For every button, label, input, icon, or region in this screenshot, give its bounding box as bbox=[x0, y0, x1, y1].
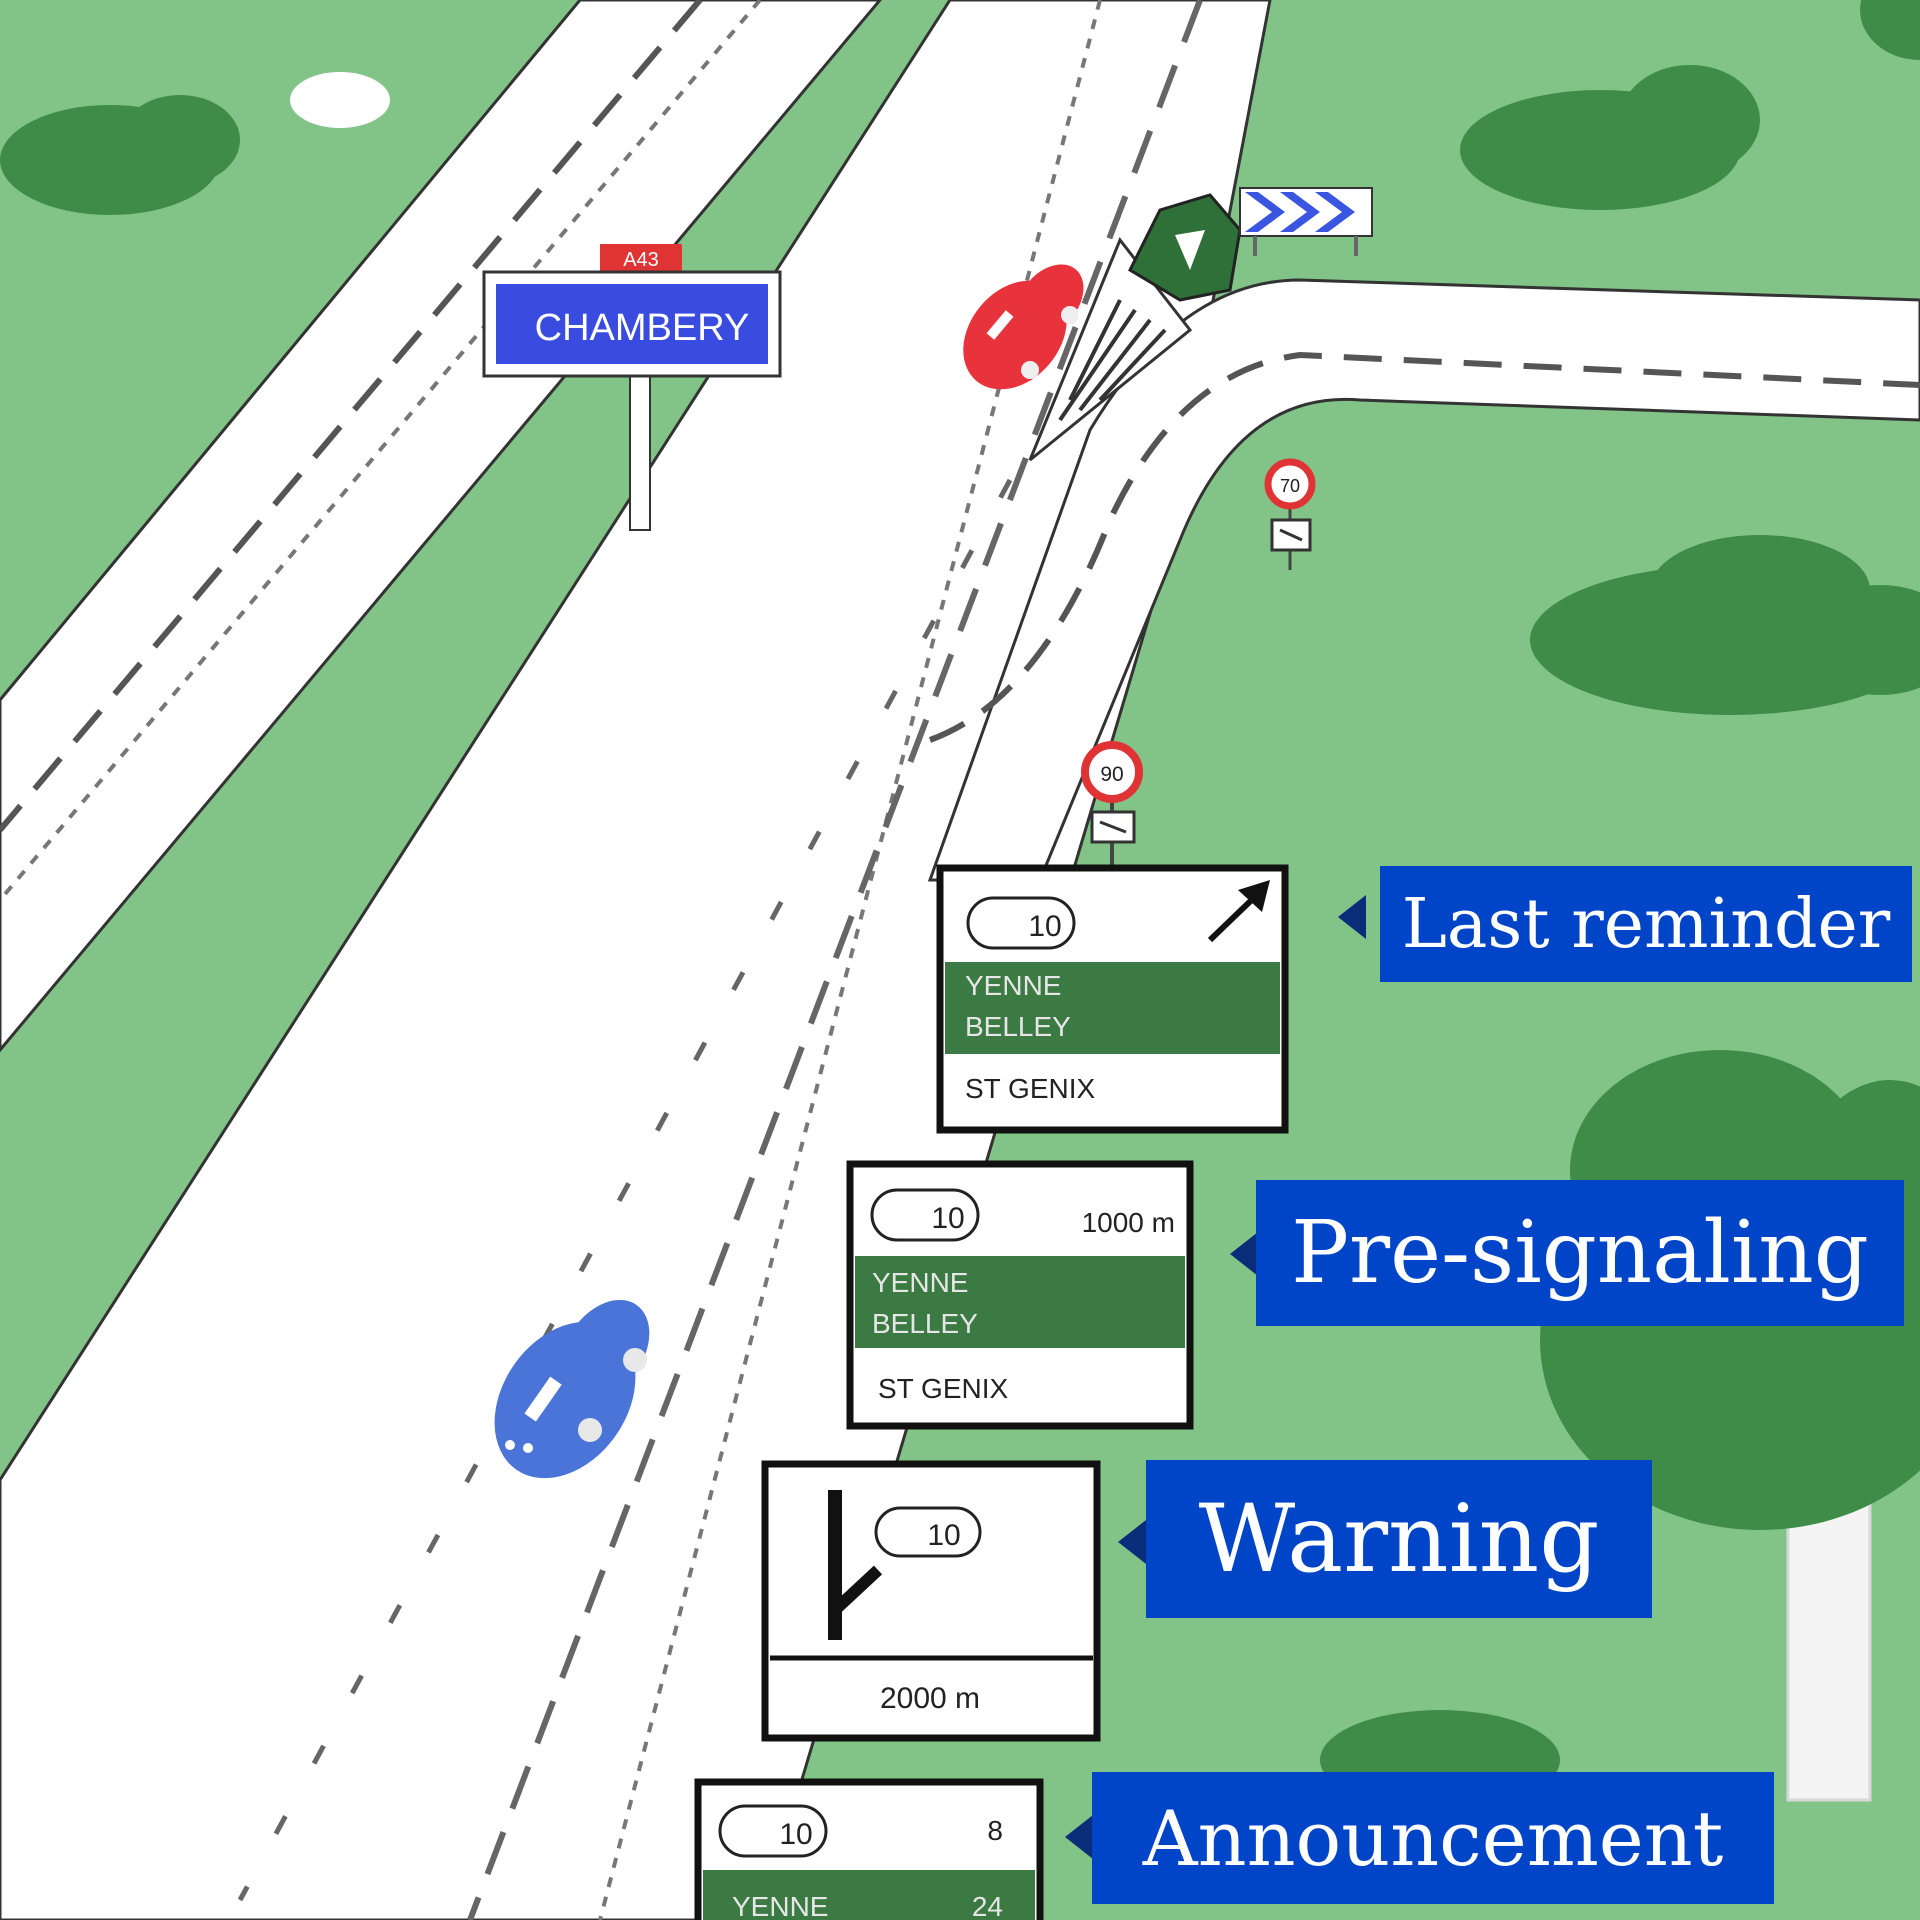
corner-bush bbox=[1860, 0, 1920, 60]
pre-signaling-label: Pre-signaling bbox=[1256, 1180, 1904, 1326]
pre-signaling-green-line1: YENNE bbox=[872, 1267, 968, 1298]
last-reminder-exit-number: 10 bbox=[1028, 910, 1061, 943]
announcement-label: Announcement bbox=[1092, 1772, 1774, 1904]
warning-distance: 2000 m bbox=[880, 1682, 980, 1715]
pre-signaling-distance: 1000 m bbox=[1082, 1207, 1175, 1238]
bush-top-left bbox=[0, 95, 240, 215]
last-reminder-label: Last reminder bbox=[1380, 866, 1912, 982]
warning-exit-number: 10 bbox=[927, 1519, 960, 1552]
announcement-green-value: 24 bbox=[972, 1891, 1003, 1920]
route-number: A43 bbox=[623, 249, 659, 271]
pre-signaling-white-line: ST GENIX bbox=[878, 1373, 1009, 1404]
red-car bbox=[963, 264, 1084, 390]
pre-signaling-sign: 10 1000 m YENNE BELLEY ST GENIX bbox=[846, 1160, 1194, 1430]
speed-limit-70: 70 bbox=[1280, 476, 1300, 496]
announcement-top-right: 8 bbox=[987, 1815, 1003, 1846]
route-sign: A43 CHAMBERY bbox=[482, 244, 782, 531]
pre-signaling-exit-number: 10 bbox=[931, 1202, 964, 1235]
pre-signaling-green-line2: BELLEY bbox=[872, 1308, 978, 1339]
last-reminder-green-line1: YENNE bbox=[965, 970, 1061, 1001]
route-city: CHAMBERY bbox=[535, 307, 750, 349]
pre-signaling-pointer bbox=[1230, 1232, 1258, 1276]
right-carriageway bbox=[0, 0, 1272, 1920]
last-reminder-white-line: ST GENIX bbox=[965, 1073, 1096, 1104]
announcement-green-line1: YENNE bbox=[732, 1891, 828, 1920]
announcement-pointer bbox=[1065, 1815, 1093, 1859]
bush-top-right bbox=[1460, 65, 1760, 210]
last-reminder-green-line2: BELLEY bbox=[965, 1011, 1071, 1042]
blue-car bbox=[494, 1299, 650, 1479]
warning-sign: 10 2000 m bbox=[761, 1460, 1101, 1742]
white-rock bbox=[290, 72, 390, 128]
speed-sign-70: 70 bbox=[1264, 458, 1316, 570]
chevron-board bbox=[1239, 187, 1373, 256]
speed-limit-90: 90 bbox=[1100, 763, 1123, 786]
announcement-exit-number: 10 bbox=[779, 1818, 812, 1851]
last-reminder-sign: 10 YENNE BELLEY ST GENIX bbox=[936, 864, 1289, 1134]
speed-sign-90: 90 bbox=[1081, 741, 1143, 870]
bush-middle-right bbox=[1530, 535, 1920, 715]
announcement-sign: 10 8 YENNE 24 bbox=[694, 1778, 1044, 1920]
last-reminder-pointer bbox=[1338, 895, 1366, 939]
warning-label: Warning bbox=[1146, 1460, 1652, 1618]
warning-pointer bbox=[1118, 1520, 1146, 1564]
